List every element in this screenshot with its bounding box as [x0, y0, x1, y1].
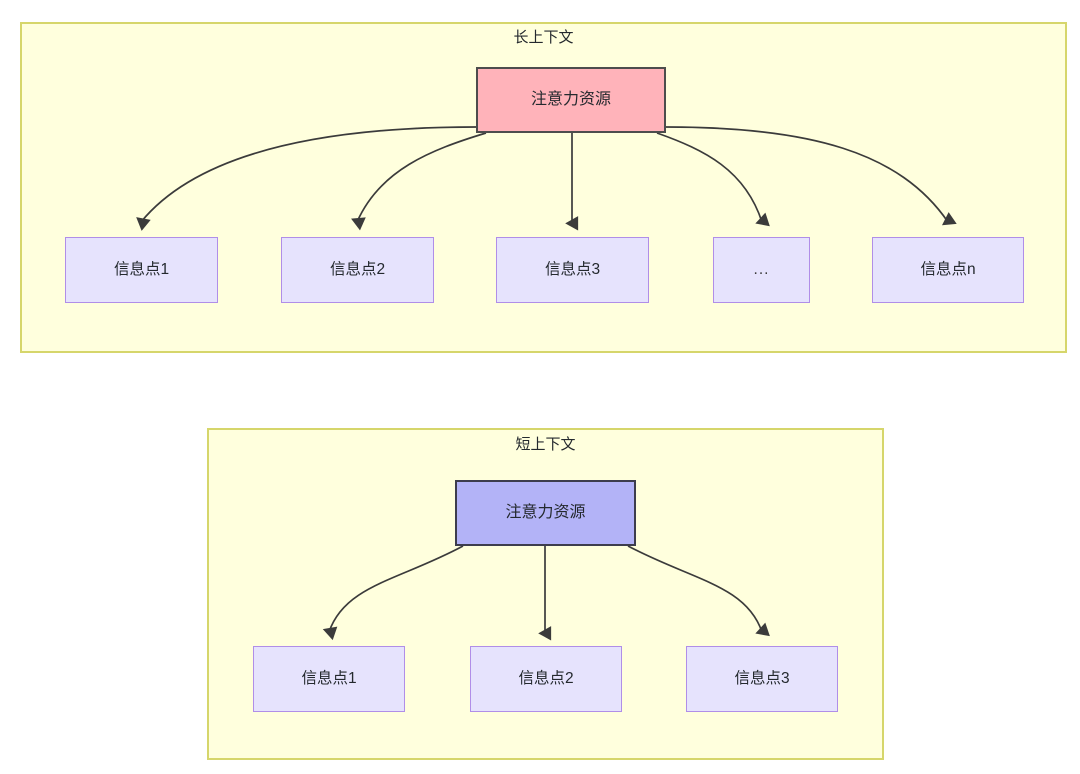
edge-long-1 — [136, 126, 477, 231]
node-info-point-short-2[interactable]: 信息点2 — [470, 646, 622, 712]
node-info-point-long-n[interactable]: 信息点n — [872, 237, 1024, 303]
node-info-point-short-3[interactable]: 信息点3 — [686, 646, 838, 712]
edge-long-2 — [351, 132, 487, 231]
node-info-point-long-3[interactable]: 信息点3 — [496, 237, 649, 303]
edge-long-5 — [665, 126, 957, 226]
group-title-long-context: 长上下文 — [513, 29, 574, 46]
node-attention-resource-long[interactable]: 注意力资源 — [476, 67, 666, 133]
edge-short-1 — [322, 545, 464, 641]
node-info-point-long-1[interactable]: 信息点1 — [65, 237, 218, 303]
group-title-short-context: 短上下文 — [515, 436, 576, 453]
node-info-point-long-ellipsis[interactable]: ... — [713, 237, 810, 303]
edge-long-4 — [656, 132, 770, 227]
node-attention-resource-short[interactable]: 注意力资源 — [455, 480, 636, 546]
node-info-point-short-1[interactable]: 信息点1 — [253, 646, 405, 712]
edge-short-3 — [627, 545, 770, 637]
node-info-point-long-2[interactable]: 信息点2 — [281, 237, 434, 303]
